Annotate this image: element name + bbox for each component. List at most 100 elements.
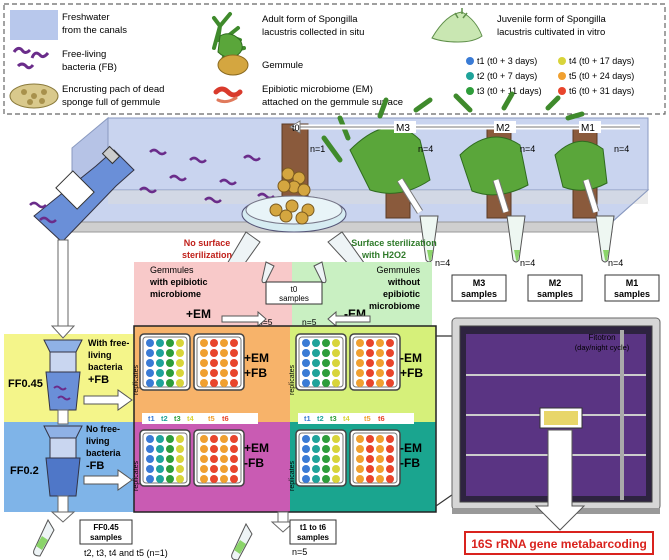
- n5-right: n=5: [302, 317, 317, 327]
- m3-samples-box: M3 samples: [451, 274, 507, 302]
- well: [230, 349, 238, 357]
- well: [356, 349, 364, 357]
- no-sterilization-label: No surface: [184, 238, 231, 248]
- well: [176, 475, 184, 483]
- t1t6-samples-2: samples: [297, 533, 330, 542]
- metabarcoding-box: [464, 531, 654, 555]
- well: [312, 455, 320, 463]
- t0-samples-box: [265, 281, 323, 305]
- petri-dish: [241, 195, 347, 233]
- well: [356, 445, 364, 453]
- well: [386, 359, 394, 367]
- with-em-label-2: with epibiotic: [149, 277, 208, 287]
- time-label: t5: [208, 414, 215, 423]
- svg-text:samples: samples: [461, 289, 497, 299]
- well: [332, 349, 340, 357]
- t0-canal-label: t0: [292, 123, 300, 133]
- no-sterilization-label-2: sterilization: [182, 250, 232, 260]
- well: [210, 339, 218, 347]
- sample-tubes: [419, 215, 615, 263]
- timepoint-label: t1 (t0 + 3 days): [477, 56, 537, 66]
- replicates-label: replicates: [133, 365, 140, 395]
- well: [322, 475, 330, 483]
- well: [220, 349, 228, 357]
- well: [146, 369, 154, 377]
- arrow-to-t0-right: [327, 310, 371, 328]
- ff045-samples-1: FF0.45: [93, 523, 119, 532]
- svg-text:M2: M2: [549, 278, 562, 288]
- timepoint-label: t2 (t0 + 7 days): [477, 71, 537, 81]
- incubator-brand: Fitotron: [588, 333, 615, 342]
- well: [386, 475, 394, 483]
- time-label: t1: [148, 414, 155, 423]
- time-label: t6: [378, 414, 385, 423]
- arrow-to-t0-left: [221, 310, 267, 328]
- well: [312, 369, 320, 377]
- q1-label-b: +FB: [244, 366, 267, 380]
- well: [156, 379, 164, 387]
- replicates-label: replicates: [289, 365, 296, 395]
- well: [302, 369, 310, 377]
- well: [230, 445, 238, 453]
- well: [312, 339, 320, 347]
- with-fb-3: bacteria: [88, 362, 124, 372]
- well: [210, 369, 218, 377]
- well: [220, 359, 228, 367]
- well: [156, 339, 164, 347]
- well: [146, 455, 154, 463]
- timepoint-dot: [466, 87, 474, 95]
- well: [356, 369, 364, 377]
- arrow-ff045-to-plates: [83, 389, 133, 411]
- n4-m3-canal: n=4: [418, 144, 433, 154]
- well: [220, 339, 228, 347]
- well: [220, 369, 228, 377]
- well: [176, 359, 184, 367]
- well: [356, 465, 364, 473]
- t1t6-samples-box: [289, 519, 337, 545]
- well: [230, 455, 238, 463]
- well: [366, 379, 374, 387]
- sample-arrows: [397, 178, 600, 214]
- well: [166, 475, 174, 483]
- timepoint-label: t4 (t0 + 17 days): [569, 56, 634, 66]
- adult-sponges-in-canal: [321, 91, 608, 196]
- well: [210, 455, 218, 463]
- well: [302, 465, 310, 473]
- m2-canal-label: M2: [496, 123, 510, 134]
- q3-label-a: +EM: [244, 441, 269, 455]
- t-list-label: t2, t3, t4 and t5 (n=1): [84, 548, 168, 558]
- incubator: [451, 317, 661, 514]
- timepoint-dot: [466, 57, 474, 65]
- well: [366, 455, 374, 463]
- t0-samples-label: samples: [279, 294, 309, 303]
- well: [322, 455, 330, 463]
- well: [366, 435, 374, 443]
- well: [376, 435, 384, 443]
- time-label: t2: [161, 414, 168, 423]
- metabarcoding-label: 16S rRNA gene metabarcoding: [471, 537, 647, 551]
- well: [176, 465, 184, 473]
- well: [366, 465, 374, 473]
- well: [146, 475, 154, 483]
- well: [376, 475, 384, 483]
- time-label: t3: [174, 414, 181, 423]
- q1-label-a: +EM: [244, 351, 269, 365]
- well: [322, 349, 330, 357]
- well: [312, 359, 320, 367]
- well: [220, 465, 228, 473]
- without-em-label-3: epibiotic: [383, 289, 420, 299]
- filter-unit-045: [43, 339, 83, 411]
- timepoint-label: t5 (t0 + 24 days): [569, 71, 634, 81]
- well: [166, 445, 174, 453]
- well: [156, 435, 164, 443]
- adult-sponge-icon: [212, 12, 246, 64]
- well: [312, 379, 320, 387]
- well: [156, 455, 164, 463]
- well: [376, 465, 384, 473]
- replicates-label: replicates: [289, 461, 296, 491]
- freshwater-label: Freshwater: [62, 12, 110, 23]
- gemmule-label: Gemmule: [262, 60, 303, 71]
- well: [166, 379, 174, 387]
